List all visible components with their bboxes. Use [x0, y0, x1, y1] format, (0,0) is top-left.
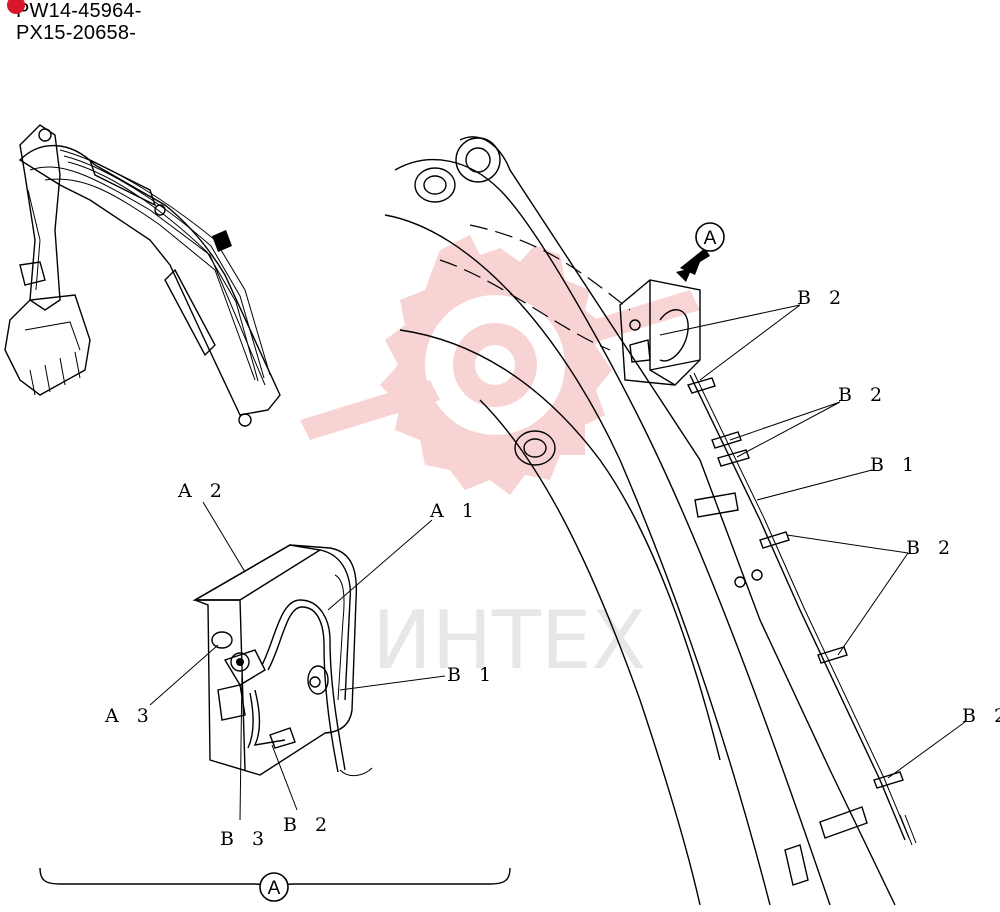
- view-arrow-a: A: [676, 222, 725, 282]
- excavator-overview: [4, 124, 281, 427]
- watermark-logo: ИНТЕХ: [300, 235, 700, 687]
- callout-a1: A 1: [429, 500, 480, 522]
- callout-b2-detail: B 2: [283, 814, 333, 836]
- callout-a3: A 3: [104, 705, 155, 727]
- detail-marker-label: A: [268, 878, 281, 899]
- main-boom-view: A B 2 B 2 B 1 B 2 B 2: [384, 136, 1000, 906]
- serial-number-from: PW14-45964-: [7, 0, 142, 22]
- callout-b2-top: B 2: [797, 287, 847, 309]
- callout-a2: A 2: [177, 480, 228, 502]
- serial-number-to: PX15-20658-: [16, 22, 136, 44]
- harness-clamps: [686, 377, 904, 789]
- serial-number-1: PW14-45964-: [16, 0, 142, 22]
- watermark-text: ИНТЕХ: [372, 594, 646, 687]
- view-marker-label: A: [704, 228, 717, 249]
- red-marker-dot: [7, 0, 25, 14]
- serial-number-2: PX15-20658-: [16, 22, 137, 44]
- callout-b1-detail: B 1: [447, 664, 497, 686]
- callout-b1-main: B 1: [870, 454, 920, 476]
- callout-b2-mid: B 2: [838, 384, 888, 406]
- detail-a-view: A 2 A 1 A 3 B 1 B 3 B 2 A: [39, 480, 511, 902]
- callout-b3: B 3: [220, 828, 270, 850]
- callout-b2-bottom: B 2: [962, 705, 1000, 727]
- callout-b2-lower: B 2: [906, 537, 956, 559]
